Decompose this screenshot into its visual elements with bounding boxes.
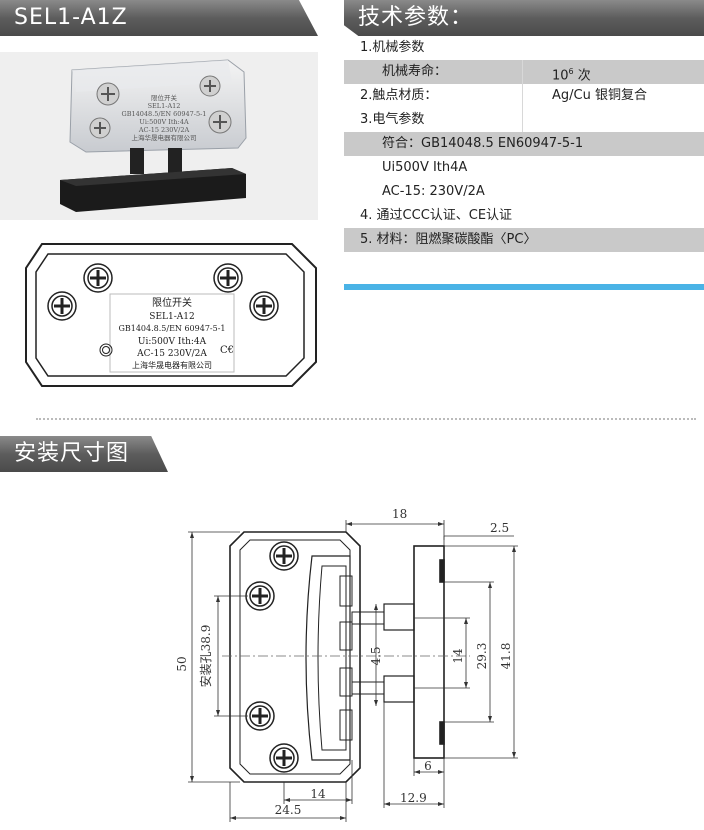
spec-row-life: 机械寿命： 106 次 <box>344 60 704 84</box>
spec-row-contact: 2.触点材质： Ag/Cu 银铜复合 <box>344 84 704 108</box>
spec-row-standard: 符合：GB14048.5 EN60947-5-1 <box>344 132 704 156</box>
front-label-line3: GB1404.8.5/EN 60947-5-1 <box>118 324 225 333</box>
spec-row-ac15: AC-15: 230V/2A <box>382 184 485 199</box>
dim-14-vertical: 14 <box>451 648 465 664</box>
spec-row-material: 5. 材料：阻燃聚碳酸酯〈PC〉 <box>344 228 704 252</box>
dim-4-5: 4.5 <box>369 646 383 665</box>
dimension-drawing: 18 2.5 50 安装孔38.9 4.5 14 29.3 41.8 6 14 … <box>175 507 518 822</box>
spec-table: 1.机械参数 机械寿命： 106 次 2.触点材质： Ag/Cu 银铜复合 3.… <box>344 36 704 252</box>
photo-label-line4: Ui:500V Ith:4A <box>139 118 189 126</box>
dim-50: 50 <box>175 656 189 671</box>
dim-mounting-hole: 安装孔38.9 <box>198 625 213 688</box>
dim-41-8: 41.8 <box>499 643 513 670</box>
spec-life-value: 106 次 <box>552 67 591 84</box>
dim-29-3: 29.3 <box>475 643 489 670</box>
front-label-line4: Ui:500V Ith:4A <box>138 337 207 347</box>
photo-label-line6: 上海华晟电器有限公司 <box>132 133 197 142</box>
spec-title: 技术参数： <box>358 5 474 30</box>
ccc-mark-icon <box>99 343 113 357</box>
drawing-screw-icon <box>245 541 299 773</box>
front-view-drawing: 限位开关 SEL1-A12 GB1404.8.5/EN 60947-5-1 Ui… <box>25 243 317 387</box>
model-title: SEL1-A1Z <box>14 5 128 30</box>
spec-row-mechanical: 1.机械参数 <box>360 40 425 55</box>
front-screw-icon <box>47 263 279 321</box>
section-divider <box>36 418 696 420</box>
dim-24-5: 24.5 <box>275 803 302 817</box>
spec-row-cert: 4. 通过CCC认证、CE认证 <box>360 208 513 223</box>
ce-mark-icon: C€ <box>220 345 234 356</box>
front-label-line6: 上海华晟电器有限公司 <box>132 360 212 370</box>
dim-12-9: 12.9 <box>400 791 427 805</box>
photo-label-line5: AC-15 230V/2A <box>138 126 190 134</box>
dimensions-title: 安装尺寸图 <box>14 441 130 466</box>
photo-label-line1: 限位开关 <box>151 93 178 102</box>
front-label-line2: SEL1-A12 <box>149 312 194 322</box>
front-label-line1: 限位开关 <box>152 296 192 309</box>
dim-14-horizontal: 14 <box>310 787 326 801</box>
photo-screw-icon <box>89 75 232 139</box>
spec-header: 技术参数： <box>344 0 704 36</box>
front-label-line5: AC-15 230V/2A <box>136 349 207 359</box>
model-header: SEL1-A1Z <box>0 0 318 36</box>
photo-label-line2: SEL1-A12 <box>148 102 181 110</box>
product-photo: 限位开关 SEL1-A12 GB14048.5/EN 60947-5-1 Ui:… <box>0 52 318 220</box>
accent-bar <box>344 284 704 290</box>
spec-row-voltage: Ui500V Ith4A <box>382 160 468 175</box>
dim-2-5: 2.5 <box>490 521 509 535</box>
photo-label-line3: GB14048.5/EN 60947-5-1 <box>122 110 207 118</box>
dim-18: 18 <box>392 507 407 521</box>
dim-6: 6 <box>424 759 432 773</box>
dimensions-header: 安装尺寸图 <box>0 436 168 472</box>
spec-row-electrical: 3.电气参数 <box>344 108 704 132</box>
